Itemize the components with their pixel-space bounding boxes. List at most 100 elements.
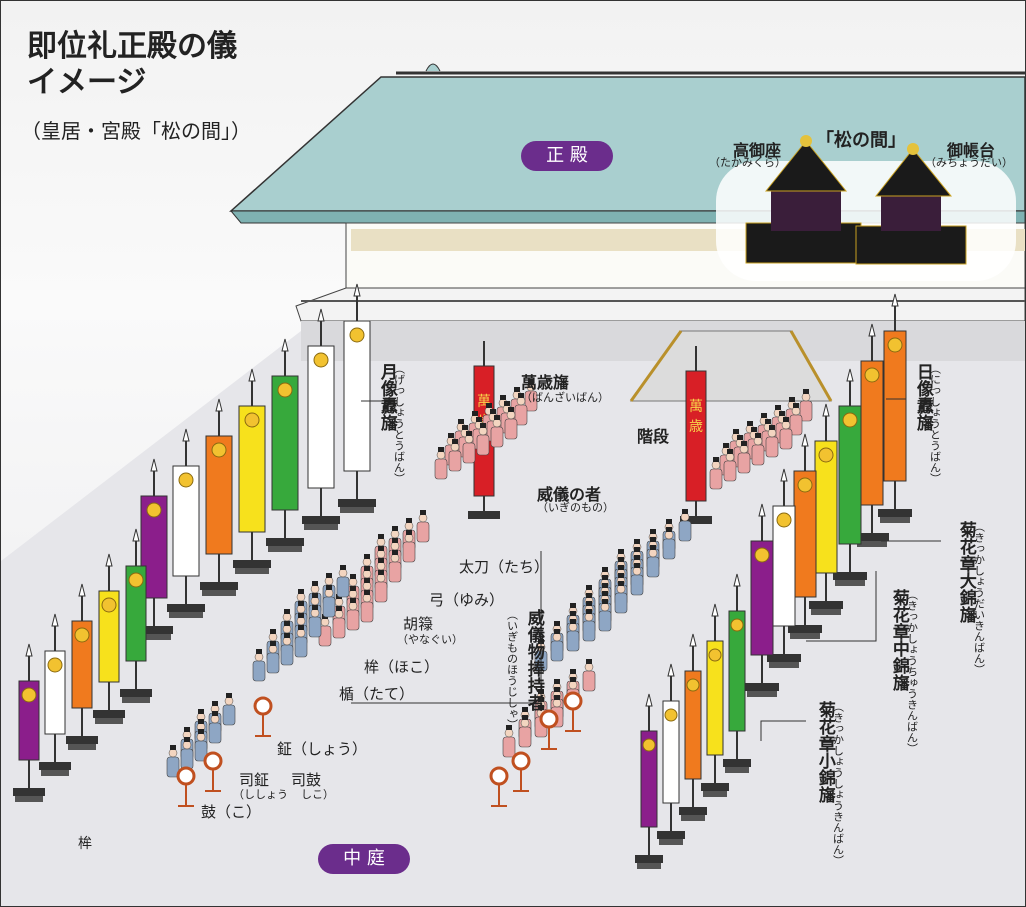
title-line1: 即位礼正殿の儀	[27, 29, 237, 64]
holder-pink-4-1	[332, 606, 346, 639]
svg-text:萬: 萬	[689, 399, 703, 415]
label-dai-kana: （きっかしょうだいきんばん）	[972, 521, 986, 675]
label-hoko-pole: 桙	[78, 836, 92, 852]
label-yumi: 弓（ゆみ）	[429, 591, 505, 609]
label-nichizo: 日像纛旛	[912, 363, 933, 431]
label-michodai: 御帳台	[947, 141, 996, 160]
label-sho-ban: 菊花章小錦旛	[814, 701, 835, 803]
igi-left-0-5	[524, 379, 538, 412]
label-michodai-kana: （みちょうだい）	[925, 156, 1013, 169]
igi-left-2-2	[462, 431, 476, 464]
title-line2: イメージ	[27, 65, 147, 100]
label-shiko-kana: しこ）	[301, 788, 334, 801]
right-holders-4-4	[614, 581, 628, 614]
holder-pink-4-3	[360, 590, 374, 623]
label-sho-ban-kana: （きっかしょうしょうきんばん）	[831, 701, 845, 866]
label-matsunoma: 「松の間」	[816, 130, 906, 151]
left-banner-0	[338, 283, 376, 513]
label-igi-kana: （いぎのもの）	[537, 501, 614, 514]
holder-blue-3-1	[266, 641, 280, 674]
holder-blue-2-3	[308, 605, 322, 638]
drummers-2-0	[166, 745, 180, 778]
label-ko: 鼓（こ）	[201, 803, 262, 821]
right-pink-0-3	[582, 659, 596, 692]
right-holders-5-2	[566, 619, 580, 652]
leader-sho	[760, 720, 806, 741]
label-yanagui: 胡簶	[403, 615, 434, 633]
left-small-banner-1	[93, 553, 125, 724]
holder-pink-1-3	[402, 530, 416, 563]
label-shisho: 司鉦	[239, 771, 270, 789]
right-holders-5-4	[598, 599, 612, 632]
leader-igimono	[351, 551, 542, 704]
right-small-banner-4	[635, 693, 663, 869]
left-banner-2	[266, 338, 304, 552]
left-small-banner-2	[66, 583, 98, 750]
svg-text:歳: 歳	[689, 419, 703, 435]
right-holders-2-4	[646, 545, 660, 578]
drum-right-4	[563, 691, 583, 732]
right-holders-3-4	[630, 563, 644, 596]
right-holders-5-1	[550, 629, 564, 662]
banzai-banner-right: 萬歳	[680, 346, 712, 524]
right-holders-0-4	[678, 509, 692, 542]
label-kaidan: 階段	[637, 427, 670, 446]
right-small-banner-3	[657, 663, 685, 845]
right-banner-5	[767, 468, 801, 668]
drum-right-3	[539, 709, 559, 750]
label-banzai-kana: （ばんざいばん）	[521, 391, 609, 404]
holder-pink-4-2	[346, 598, 360, 631]
drummers-2-1	[180, 737, 194, 770]
igi-left-2-1	[448, 439, 462, 472]
label-gekkei-kana: （げっしょうとうばん）	[392, 363, 406, 484]
label-igi: 威儀の者	[537, 485, 602, 504]
label-tachi: 太刀（たち）	[459, 558, 550, 576]
label-banzai: 萬歳旛	[521, 373, 570, 392]
right-holders-1-4	[662, 527, 676, 560]
right-small-banner-0	[723, 573, 751, 773]
drum-right-2	[489, 766, 509, 807]
left-small-banner-0	[120, 528, 152, 703]
holder-pink-3-3	[374, 570, 388, 603]
igi-right-0-5	[799, 389, 813, 422]
ridge-ornament	[425, 63, 441, 72]
label-igimono-kana: （いぎものほうじしゃ）	[505, 609, 519, 730]
right-pink-2-1	[518, 715, 532, 748]
label-takamikura-kana: （たかみくら）	[709, 156, 786, 169]
label-hoko: 桙（ほこ）	[364, 658, 440, 676]
label-chu-kana: （きっかしょうちゅうきんばん）	[905, 589, 919, 754]
igi-right-1-5	[789, 403, 803, 436]
drum-left	[203, 751, 223, 792]
igi-left-2-5	[504, 407, 518, 440]
right-banner-0	[878, 293, 912, 523]
left-small-banner-3	[39, 613, 71, 776]
left-banner-1	[302, 308, 340, 530]
michodai-throne	[855, 143, 967, 265]
badge-seiden: 正 殿	[521, 141, 613, 171]
right-banner-3	[809, 403, 843, 615]
drummers-0-2	[222, 693, 236, 726]
label-nichizo-kana: （にっしょうとうばん）	[928, 363, 942, 484]
igi-right-2-0	[709, 457, 723, 490]
right-banner-2	[833, 368, 867, 586]
holder-blue-3-0	[252, 649, 266, 682]
holder-blue-3-2	[280, 633, 294, 666]
drum-left-2	[176, 766, 196, 807]
right-banner-1	[855, 323, 889, 547]
left-small-banner-4	[13, 643, 45, 802]
label-chu: 菊花章中錦旛	[888, 589, 909, 691]
igi-left-2-0	[434, 447, 448, 480]
label-igimono: 威儀物捧持者	[523, 609, 544, 711]
right-holders-5-3	[582, 609, 596, 642]
label-shisho-kana: （ししょう	[233, 788, 288, 801]
igi-left-2-4	[490, 415, 504, 448]
label-shiko: 司鼓	[291, 771, 322, 789]
igi-right-2-4	[765, 425, 779, 458]
label-yanagui-kana: （やなぐい）	[397, 633, 463, 646]
label-tate: 楯（たて）	[339, 685, 415, 703]
left-banner-4	[200, 398, 238, 596]
right-small-banner-2	[679, 633, 707, 821]
igi-left-1-5	[514, 393, 528, 426]
